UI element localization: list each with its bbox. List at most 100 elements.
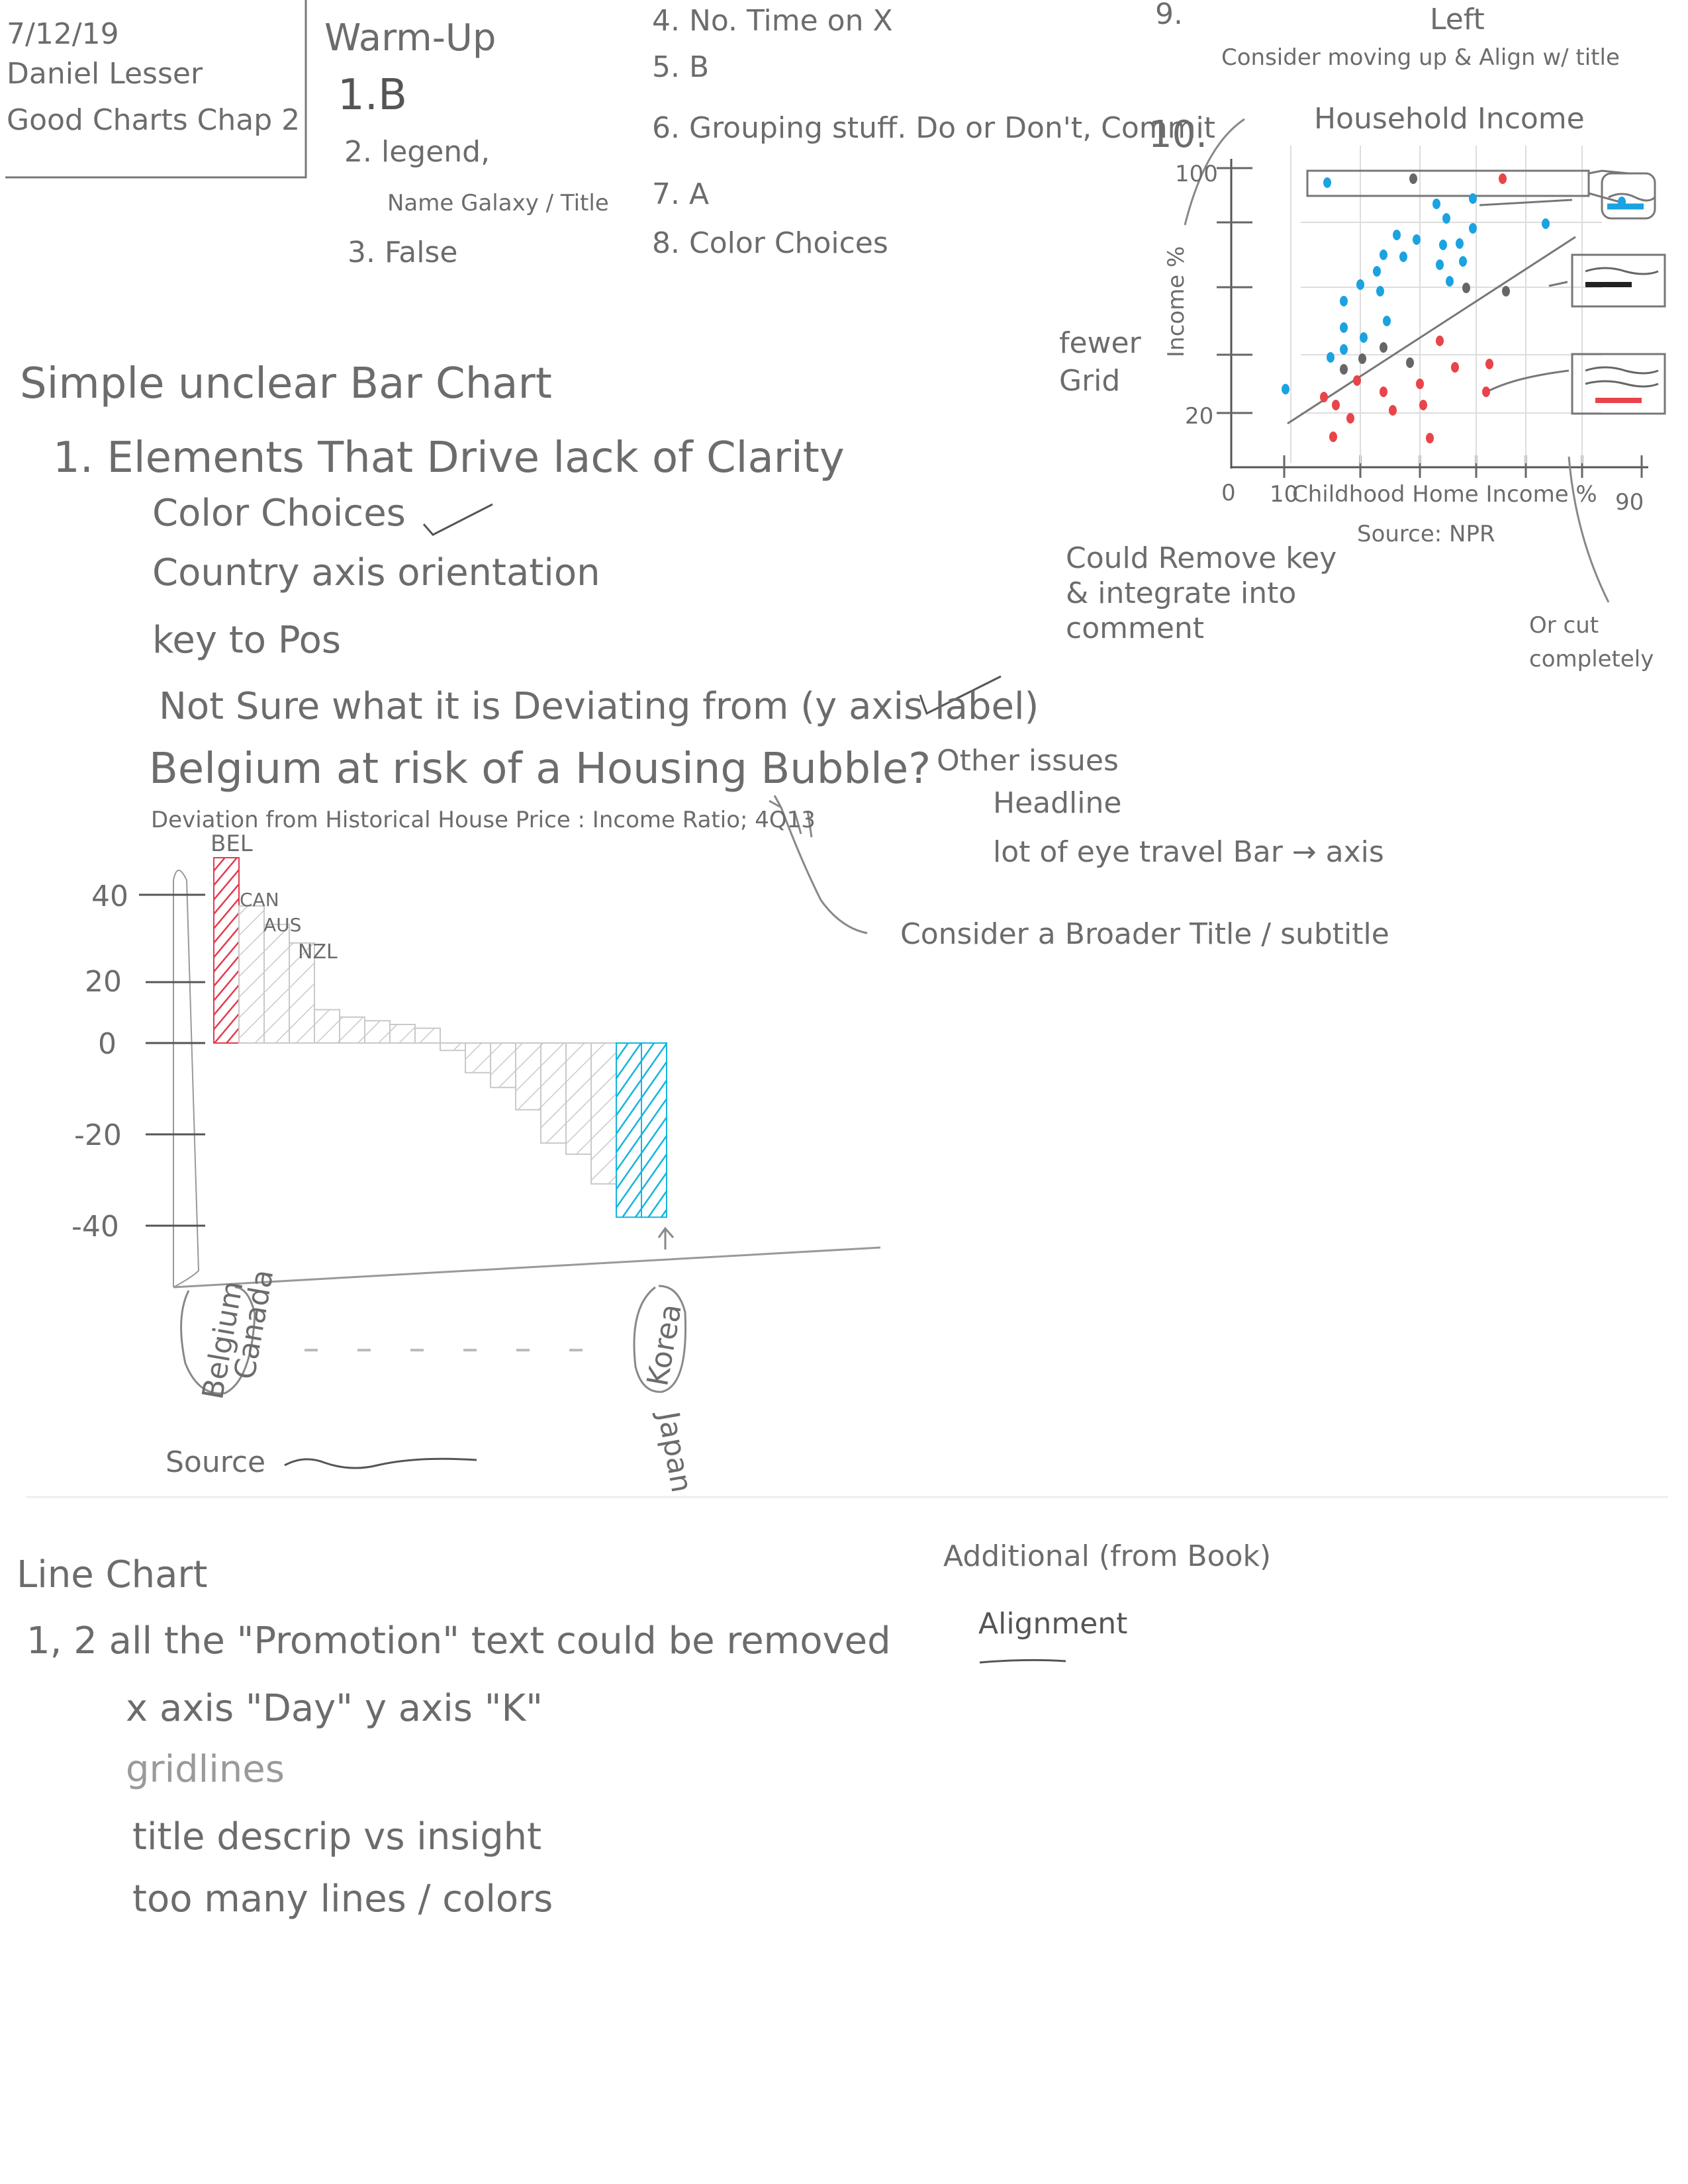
bar-y-tick-40: 40: [91, 880, 128, 913]
scatter-point: [1340, 322, 1348, 333]
scatter-point: [1469, 223, 1477, 234]
highlight-box: [1306, 169, 1590, 197]
header-box: [5, 0, 307, 179]
scatter-point: [1502, 286, 1510, 296]
scatter-x-tick-0: 0: [1221, 480, 1236, 506]
scatter-point: [1353, 375, 1361, 386]
warmup-answer-2-note: Name Galaxy / Title: [387, 190, 609, 216]
scatter-y-label: Income %: [1163, 246, 1190, 357]
bar-series: [213, 857, 667, 1218]
scatter-point: [1376, 286, 1384, 296]
scatter-point: [1419, 400, 1427, 410]
warmup-answer-3: 3. False: [348, 236, 458, 269]
scatter-point: [1482, 387, 1490, 397]
bar-source: Source: [165, 1445, 266, 1479]
line-item-4: too many lines / colors: [132, 1878, 553, 1921]
scatter-point: [1327, 352, 1335, 363]
scatter-sketch: [1184, 118, 1666, 603]
scatter-y-ticks: [1217, 167, 1252, 414]
label-oval-right: [633, 1285, 687, 1393]
scatter-point: [1320, 392, 1328, 402]
warmup-answer-8: 8. Color Choices: [652, 226, 888, 260]
scatter-point: [1358, 353, 1366, 364]
scatter-point: [1346, 413, 1354, 424]
scatter-gridlines: [1290, 146, 1602, 463]
bar-label-nzl: NZL: [298, 940, 338, 964]
scatter-point: [1542, 218, 1550, 229]
scatter-point: [1462, 283, 1470, 293]
scatter-point: [1380, 387, 1387, 397]
bar: [440, 1042, 466, 1052]
other-issues-title: Other issues: [937, 744, 1119, 778]
scatter-point: [1442, 213, 1450, 224]
warmup-answer-9-left: Left: [1430, 3, 1485, 36]
note-cut-completely: Or cut completely: [1529, 612, 1654, 672]
bar: [339, 1016, 365, 1044]
bar: [364, 1020, 391, 1044]
tick-marks: [793, 810, 813, 838]
bar-y-tick-neg40: -40: [71, 1210, 119, 1244]
warmup-answer-9-note: Consider moving up & Align w/ title: [1221, 44, 1620, 71]
scatter-x-tick-90: 90: [1615, 489, 1644, 516]
label-oval-left: [180, 1286, 256, 1394]
course-title: Good Charts Chap 2: [7, 103, 301, 137]
line-section-heading: Line Chart: [17, 1553, 208, 1596]
scatter-point: [1469, 193, 1477, 204]
bullet-2: Country axis orientation: [152, 551, 600, 594]
scatter-point: [1373, 266, 1381, 277]
bar-label-bel: BEL: [211, 831, 253, 857]
bar-chart: [139, 870, 881, 1394]
bar: [490, 1042, 516, 1089]
scatter-point: [1439, 240, 1447, 250]
alignment-note: Alignment: [978, 1607, 1128, 1641]
trend-line: [1287, 236, 1576, 425]
scatter-point: [1459, 256, 1467, 267]
scatter-x-label: Childhood Home Income %: [1292, 481, 1597, 508]
warmup-answer-5: 5. B: [652, 50, 710, 84]
line-item-2: gridlines: [126, 1748, 285, 1791]
scatter-point: [1409, 173, 1417, 184]
bar-label-aus: AUS: [263, 914, 302, 936]
scatter-point: [1406, 357, 1414, 368]
scatter-point: [1323, 177, 1331, 188]
bullet-4: Not Sure what it is Deviating from (y ax…: [159, 685, 1039, 728]
legend-box-blue: [1601, 172, 1656, 220]
additional-note: Additional (from Book): [943, 1539, 1272, 1573]
warmup-title: Warm-Up: [324, 17, 496, 60]
scatter-point: [1380, 342, 1387, 353]
scatter-point: [1356, 279, 1364, 290]
legend-box-gray: [1571, 253, 1666, 308]
legend-box-red: [1571, 353, 1666, 415]
scatter-point: [1426, 433, 1434, 443]
scatter-title: Household Income: [1314, 102, 1585, 136]
scatter-point: [1329, 432, 1337, 442]
scatter-point: [1340, 296, 1348, 306]
note-fewer-grid: fewer Grid: [1059, 326, 1141, 398]
scatter-x-tick-10: 10: [1270, 481, 1299, 508]
other-issue-2: lot of eye travel Bar → axis: [993, 835, 1384, 869]
scatter-point: [1413, 234, 1421, 245]
date: 7/12/19: [7, 17, 119, 51]
warmup-answer-10: 10.: [1149, 113, 1208, 156]
bar: [213, 857, 240, 1044]
scatter-y-tick-bottom: 20: [1185, 403, 1214, 430]
bar: [263, 923, 290, 1044]
scatter-point: [1340, 344, 1348, 355]
bar-y-axis-bracket: [173, 870, 200, 1288]
bar-y-ticks: [139, 893, 205, 1227]
bar: [238, 905, 265, 1044]
bar: [414, 1027, 441, 1044]
alignment-underline: [979, 1659, 1066, 1664]
scatter-source: Source: NPR: [1357, 521, 1495, 547]
scatter-point: [1360, 332, 1368, 343]
scatter-point: [1399, 251, 1407, 262]
scatter-point: [1282, 384, 1289, 394]
warmup-answer-6: 6. Grouping stuff. Do or Don't, Commit: [652, 111, 1215, 145]
scatter-point: [1451, 362, 1459, 373]
bar-y-tick-20: 20: [85, 965, 122, 999]
warmup-answer-1: 1.B: [338, 71, 407, 120]
bar-chart-subtitle: Deviation from Historical House Price : …: [151, 807, 816, 833]
scatter-point: [1436, 336, 1444, 346]
scatter-point: [1485, 359, 1493, 369]
